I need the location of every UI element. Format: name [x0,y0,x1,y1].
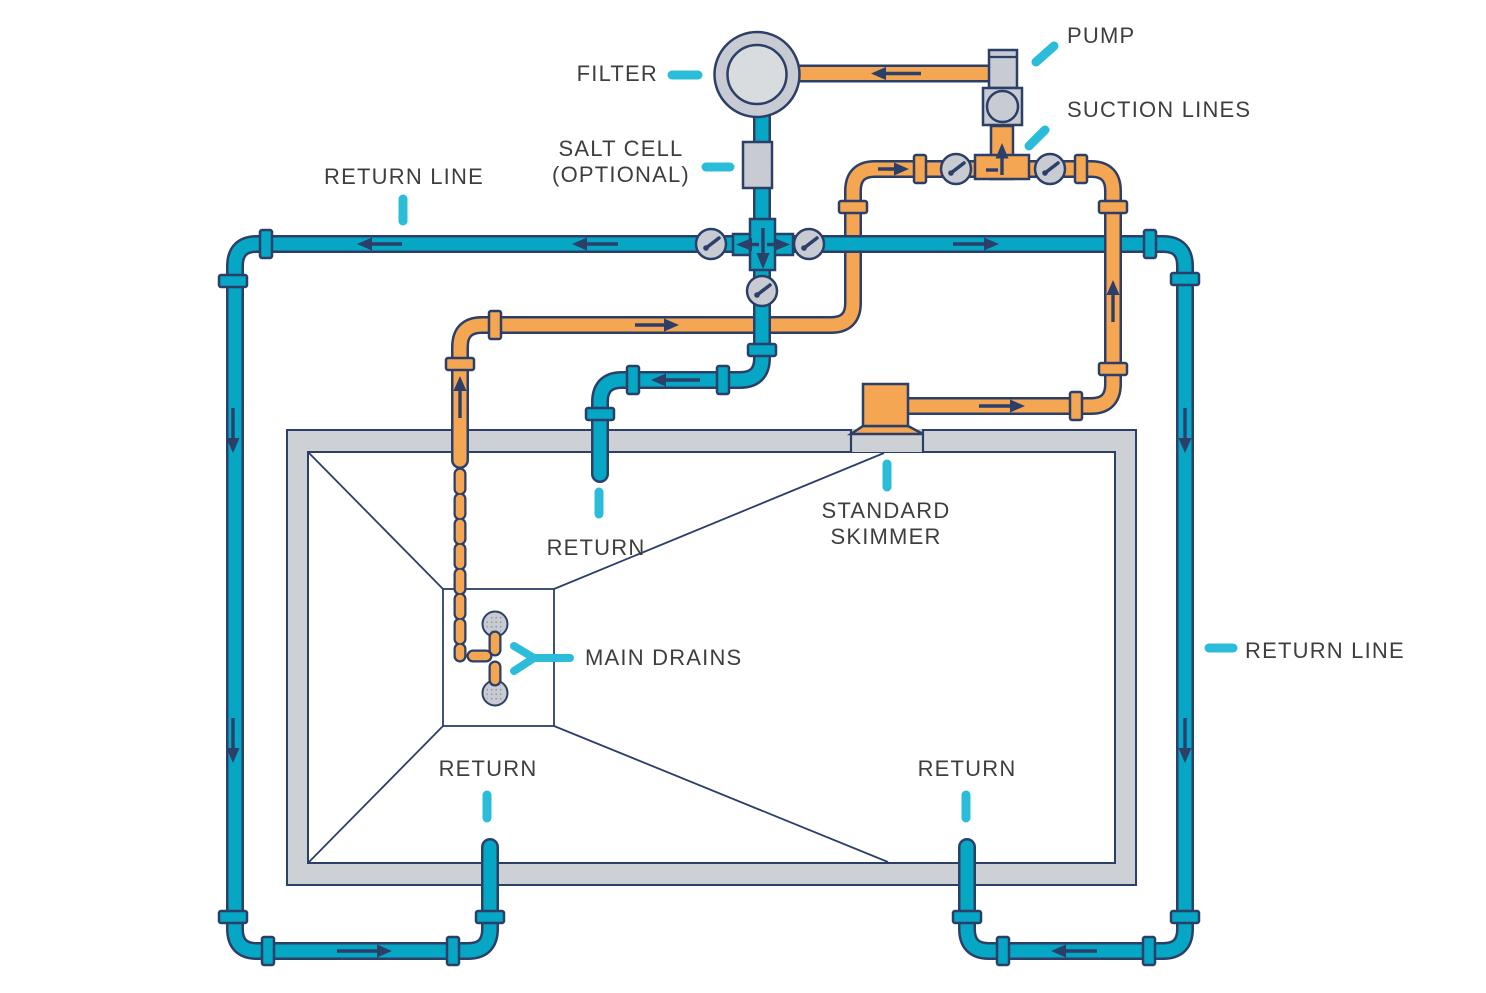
flow-arrow-up [1106,280,1120,322]
standard-skimmer-label-line2: SKIMMER [830,524,942,549]
pipe-couplings [217,153,1201,967]
filter [713,30,801,119]
main-drain-cover-top [481,610,509,638]
pipe-coupling [912,153,928,185]
pipe-coupling [217,273,249,289]
flow-arrow-right [635,318,679,332]
pipe-coupling [1097,199,1129,215]
return-label-bottom-left: RETURN [438,756,538,781]
salt-cell [741,140,774,190]
valve-suction-right [1033,152,1067,186]
flow-arrow-up [986,143,1009,175]
return-line-right-label: RETURN LINE [1245,638,1405,663]
main-drain-buried-line [453,467,502,688]
pool-slope-line-top-left [307,451,444,590]
flow-arrow-left [871,67,921,80]
pipe-coupling [995,935,1011,967]
flow-arrow-up [453,376,467,418]
salt-cell-label-line2: (OPTIONAL) [552,162,690,187]
pool [286,429,1137,886]
skimmer-body [861,382,910,428]
suction-lines-label-marker [1024,125,1050,151]
flow-arrow-down [1178,408,1192,453]
pipe-coupling [487,309,503,341]
pipe-coupling [1142,228,1158,260]
flow-arrow-right [767,238,790,251]
pump-label-marker [1031,41,1059,67]
flow-arrow-left [1051,944,1097,958]
flow-arrow-left [736,238,759,251]
pipe-coupling [715,364,731,396]
standard-skimmer-label: STANDARD SKIMMER [822,498,951,550]
main-drains-label: MAIN DRAINS [585,645,743,670]
flow-arrow-right [979,399,1025,413]
label-markers [398,41,1238,823]
pipe-coupling [584,406,616,422]
pipe-coupling [1073,153,1089,185]
pool-slope-line-bottom-left [307,725,444,864]
flow-arrow-left [572,237,618,251]
valve-cross-bottom [745,274,779,308]
filter-lid [726,43,788,106]
pipe-coupling [951,909,983,925]
skimmer-suction-pipe [893,162,1120,413]
flow-arrow-left [357,237,402,251]
suction-lines-label: SUCTION LINES [1067,97,1252,122]
pipe-coupling [837,199,869,215]
valve-suction-left [939,152,973,186]
pipe-coupling [1169,909,1201,925]
valve-cross-right [792,227,826,261]
flow-arrow-right [337,944,392,958]
salt-cell-label: SALT CELL (OPTIONAL) [552,136,690,188]
pipe-coupling [1097,361,1129,377]
pipe-coupling [445,935,461,967]
return-label-top: RETURN [546,535,646,560]
flow-arrow-down [226,718,240,763]
main-drain-suction-pipe-outline [451,160,1011,469]
flow-arrows [226,67,1192,958]
pipe-coupling [1141,935,1157,967]
flow-arrow-down [756,228,770,269]
flow-arrow-right [953,237,999,251]
pipe-coupling [1169,271,1201,287]
filter-label: FILTER [576,61,658,86]
flow-arrow-left [651,373,700,387]
pipe-coupling [1068,390,1084,422]
skimmer-suction-pipe-outline [891,160,1122,415]
return-line-left-label: RETURN LINE [324,164,484,189]
pipe-coupling [260,935,276,967]
flow-arrow-right [878,162,909,176]
pipe-coupling [258,228,274,260]
pipe-coupling [625,364,641,396]
return-label-bottom-right: RETURN [917,756,1017,781]
salt-cell-label-line1: SALT CELL [558,136,684,161]
pump-basket [985,89,1020,124]
pipe-coupling [474,909,506,925]
pipe-coupling [217,909,249,925]
valve-cross-left [694,227,728,261]
pump [981,48,1024,127]
pump-motor [987,48,1019,90]
pool-slope-line-top-right [553,452,885,590]
pump-label: PUMP [1067,23,1136,48]
pool-slope-line-bottom-right [553,725,889,863]
flow-arrow-down [1178,718,1192,763]
main-drain-suction-pipe [453,162,1009,467]
pipe-coupling [444,356,476,372]
main-drains-label-marker [510,642,574,675]
standard-skimmer-label-line1: STANDARD [821,498,951,523]
flow-arrow-down [226,408,240,453]
pipe-coupling [746,342,778,358]
skimmer [846,382,925,452]
